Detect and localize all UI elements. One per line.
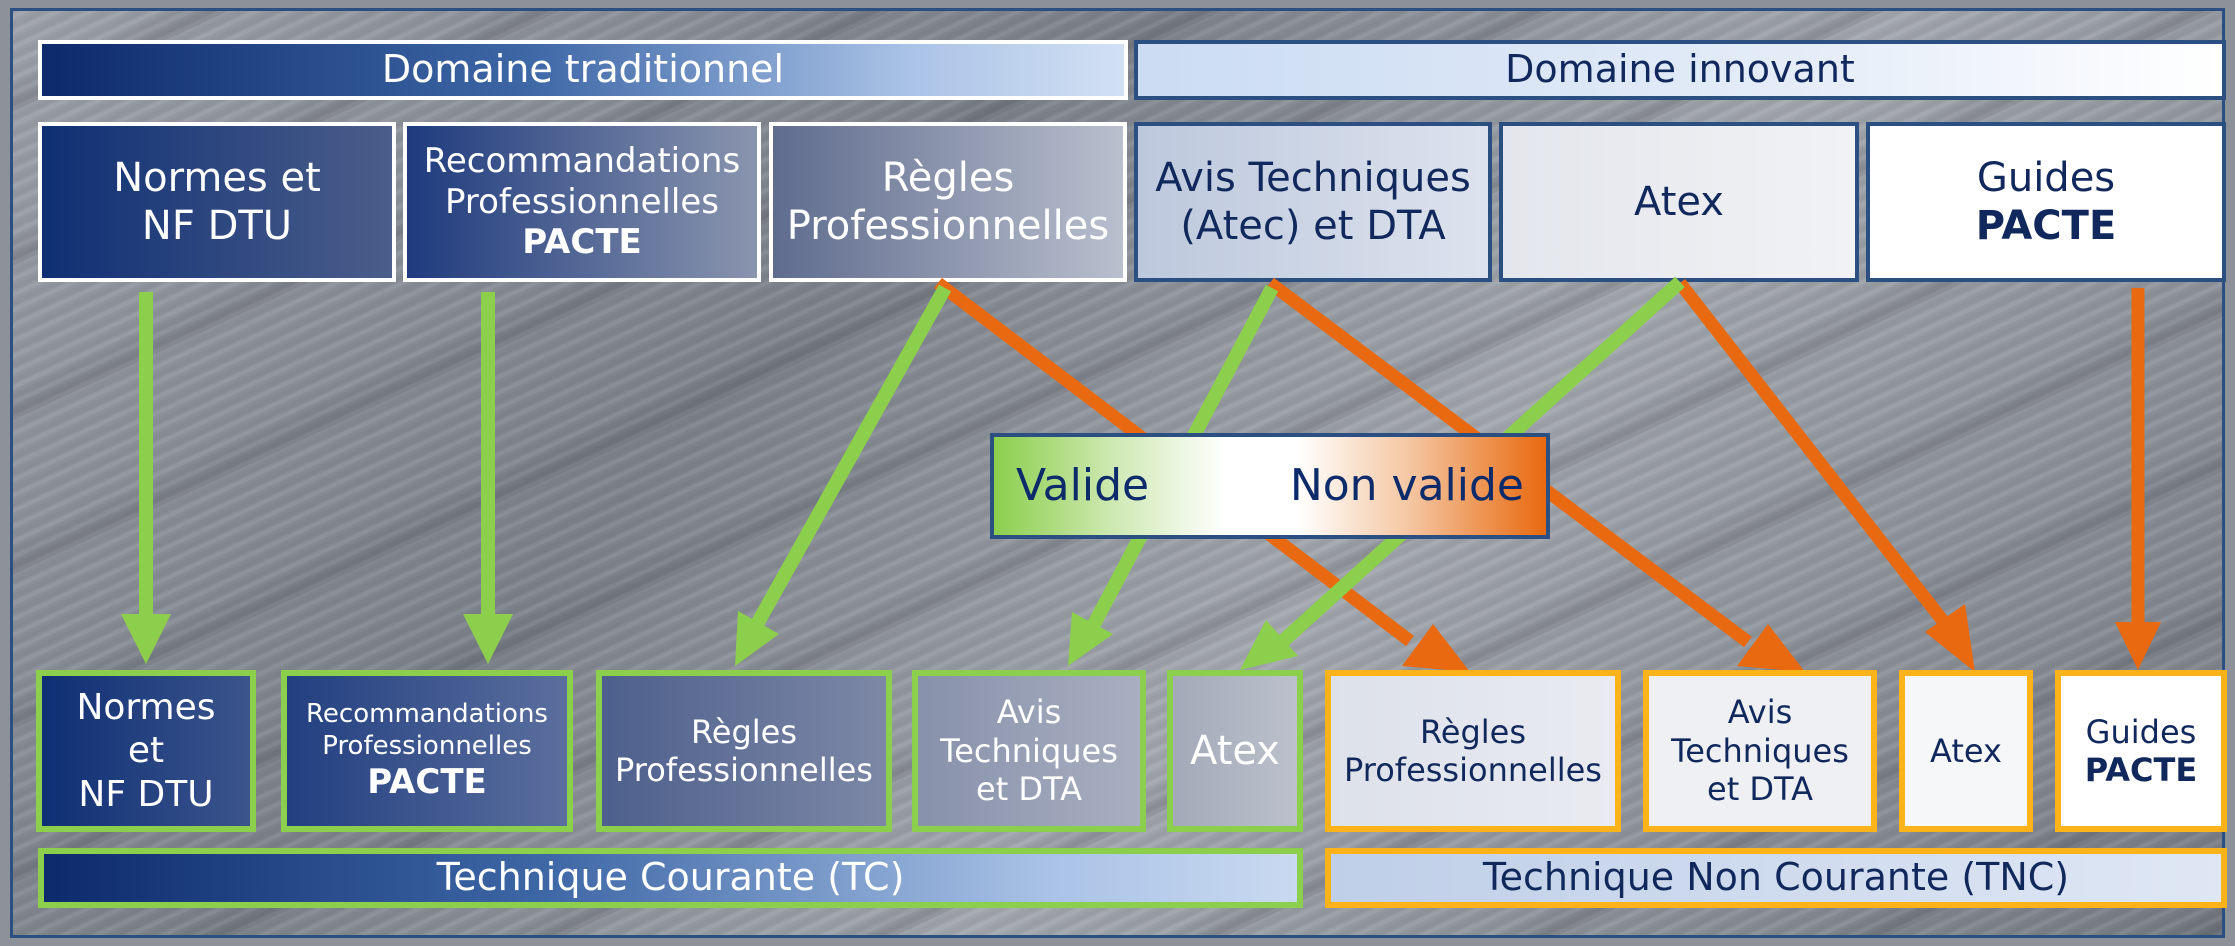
top-recommandations: Recommandations Professionnelles PACTE [403,122,761,282]
bottom-avis-tc-line3: et DTA [976,770,1082,809]
legend-box: Valide Non valide [990,433,1550,539]
arrowhead-regles-tnc [1402,624,1470,672]
legend-valid-label: Valide [1016,459,1150,511]
arrow-regles-to-regles-tc [749,284,952,630]
footer-tc-label: Technique Courante (TC) [436,855,905,900]
top-atex-line1: Atex [1634,179,1724,225]
bottom-regles-tc: Règles Professionnelles [596,670,892,832]
bottom-regles-tnc-line1: Règles [1419,712,1527,751]
top-guides: Guides PACTE [1866,122,2226,282]
top-regles-line2: Professionnelles [786,203,1110,249]
arrowhead-recommandations-tc [463,614,513,664]
top-avis-line1: Avis Techniques [1155,155,1471,201]
bottom-normes-line3: NF DTU [78,773,214,815]
bottom-normes: Normes et NF DTU [36,670,256,832]
arrowhead-guides-tnc [2115,622,2161,670]
bottom-regles-tc-line2: Professionnelles [615,751,873,789]
bottom-atex-tnc-line1: Atex [1930,731,2002,770]
bottom-avis-tc: Avis Techniques et DTA [912,670,1146,832]
top-normes-line1: Normes et [113,155,321,201]
bottom-avis-tnc-line2: Techniques [1671,731,1849,770]
header-innovative: Domaine innovant [1134,40,2226,100]
header-traditional-label: Domaine traditionnel [381,47,785,92]
top-regles: Règles Professionnelles [769,122,1127,282]
bottom-regles-tnc: Règles Professionnelles [1325,670,1621,832]
footer-tnc-label: Technique Non Courante (TNC) [1482,855,2070,900]
bottom-recommandations: Recommandations Professionnelles PACTE [281,670,573,832]
bottom-regles-tc-line1: Règles [690,712,798,751]
arrowhead-avis-tc [1068,612,1113,666]
top-recommandations-line3: PACTE [522,222,642,263]
top-avis: Avis Techniques (Atec) et DTA [1134,122,1492,282]
bottom-avis-tc-line2: Techniques [940,731,1118,770]
top-normes-line2: NF DTU [141,203,293,249]
top-atex: Atex [1499,122,1859,282]
top-guides-line1: Guides [1976,155,2116,201]
bottom-atex-tc-line1: Atex [1190,728,1280,774]
bottom-atex-tc: Atex [1167,670,1303,832]
bottom-avis-tnc-line1: Avis [1727,693,1793,732]
header-innovative-label: Domaine innovant [1505,47,1855,92]
top-normes: Normes et NF DTU [38,122,396,282]
bottom-regles-tnc-line2: Professionnelles [1344,751,1602,789]
bottom-avis-tc-line1: Avis [996,693,1062,732]
arrowhead-atex-tc [1240,620,1298,670]
top-recommandations-line1: Recommandations [423,140,741,181]
bottom-avis-tnc: Avis Techniques et DTA [1643,670,1877,832]
top-recommandations-line2: Professionnelles [444,181,720,222]
bottom-avis-tnc-line3: et DTA [1707,770,1813,809]
footer-tc: Technique Courante (TC) [38,848,1303,908]
bottom-normes-line1: Normes [76,687,216,729]
bottom-recommandations-line3: PACTE [367,761,487,802]
footer-tnc: Technique Non Courante (TNC) [1325,848,2227,908]
top-avis-line2: (Atec) et DTA [1180,203,1446,249]
top-regles-line1: Règles [881,155,1015,201]
arrowhead-atex-tnc [1925,604,1975,672]
arrowhead-avis-tnc [1737,624,1805,672]
top-guides-line2: PACTE [1975,203,2117,249]
bottom-recommandations-line2: Professionnelles [322,730,532,761]
legend-invalid-label: Non valide [1289,459,1524,511]
bottom-normes-line2: et [127,730,165,772]
bottom-guides-tnc: Guides PACTE [2055,670,2227,832]
bottom-guides-tnc-line1: Guides [2085,712,2197,751]
bottom-atex-tnc: Atex [1899,670,2033,832]
arrow-atex-to-atex-tnc [1674,279,1956,634]
bottom-recommandations-line1: Recommandations [306,699,548,730]
header-traditional: Domaine traditionnel [38,40,1128,100]
bottom-guides-tnc-line2: PACTE [2084,751,2198,789]
arrowhead-regles-tc [735,611,779,666]
arrowhead-normes-tc [121,614,171,664]
